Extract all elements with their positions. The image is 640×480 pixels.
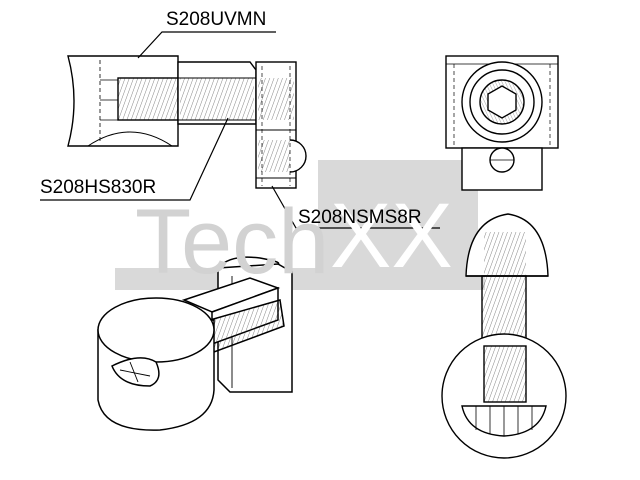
side-view-assembly (67, 55, 307, 189)
front-view (445, 55, 559, 191)
watermark-graphic (115, 160, 485, 290)
isometric-view (97, 256, 293, 431)
part-label-top: S208UVMN (166, 9, 267, 30)
part-label-left: S208HS830R (40, 177, 157, 198)
part-label-right: S208NSMS8R (298, 207, 422, 228)
elevation-view (441, 213, 567, 459)
watermark-text-right: XX (330, 185, 453, 287)
leader-lines (40, 31, 440, 229)
watermark-text-left: Tech (135, 191, 330, 293)
